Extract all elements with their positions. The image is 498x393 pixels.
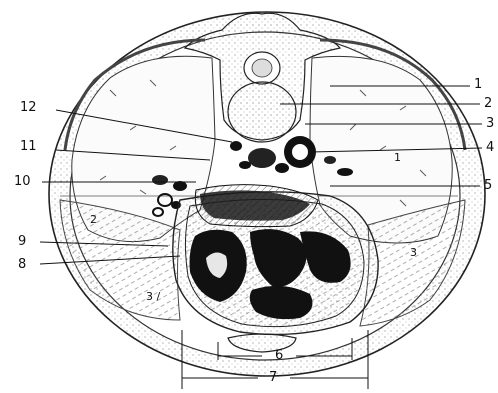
label-10: 10 [14,175,31,188]
node-d [337,168,353,176]
node-c [324,156,336,164]
vertebral-body [228,82,296,142]
spinal-cord [252,59,272,77]
node-a [239,161,251,169]
label-7: 7 [269,371,277,384]
label-12: 12 [20,101,37,114]
label-11: 11 [20,140,37,153]
label-9: 9 [18,235,26,248]
region-numeral-left-middle: 2 [90,213,97,226]
label-6: 6 [275,349,283,362]
label-8: 8 [18,258,26,271]
region-numeral-left-lower: 3 / [146,290,160,303]
label-3: 3 [486,117,494,130]
aorta-lumen [292,144,308,160]
node-b [275,163,289,173]
label-1: 1 [474,78,482,91]
esophagus [248,148,276,168]
region-numeral-right-lower: 3 [410,246,417,259]
label-5: 5 [484,179,492,192]
azygos-vein [230,141,242,151]
label-4: 4 [486,141,494,154]
region-numeral-right-upper: 1 [394,151,401,164]
label-2: 2 [484,97,492,110]
